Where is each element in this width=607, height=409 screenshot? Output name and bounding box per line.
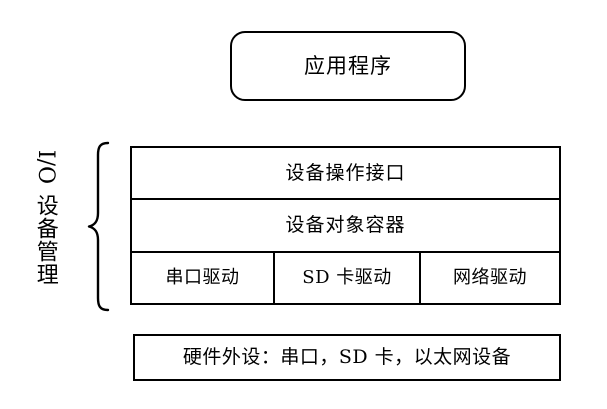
application-box: 应用程序 xyxy=(230,31,466,101)
layer-label-device-object-container: 设备对象容器 xyxy=(285,213,406,236)
driver-cell-network: 网络驱动 xyxy=(421,253,559,303)
io-layer-stack: 设备操作接口 设备对象容器 串口驱动 SD 卡驱动 网络驱动 xyxy=(130,146,561,305)
driver-label-serial: 串口驱动 xyxy=(165,266,240,288)
driver-cell-serial: 串口驱动 xyxy=(132,253,273,303)
io-label: I/O xyxy=(33,149,59,185)
driver-label-network: 网络驱动 xyxy=(453,266,527,288)
layer-label-device-operation-interface: 设备操作接口 xyxy=(285,161,406,184)
device-management-label: 设备管理 xyxy=(32,194,58,286)
left-curly-brace-icon xyxy=(86,141,112,312)
hardware-peripherals-label: 硬件外设：串口，SD 卡，以太网设备 xyxy=(182,346,512,368)
driver-cell-sdcard: SD 卡驱动 xyxy=(273,252,421,303)
layer-row-device-object-container: 设备对象容器 xyxy=(132,198,559,250)
hardware-peripherals-box: 硬件外设：串口，SD 卡，以太网设备 xyxy=(133,334,561,381)
layer-row-drivers: 串口驱动 SD 卡驱动 网络驱动 xyxy=(132,250,559,303)
driver-label-sdcard: SD 卡驱动 xyxy=(302,266,392,288)
layer-row-device-operation-interface: 设备操作接口 xyxy=(132,148,559,198)
application-label: 应用程序 xyxy=(304,53,392,78)
io-management-group-label: I/O 设备管理 xyxy=(28,140,62,312)
